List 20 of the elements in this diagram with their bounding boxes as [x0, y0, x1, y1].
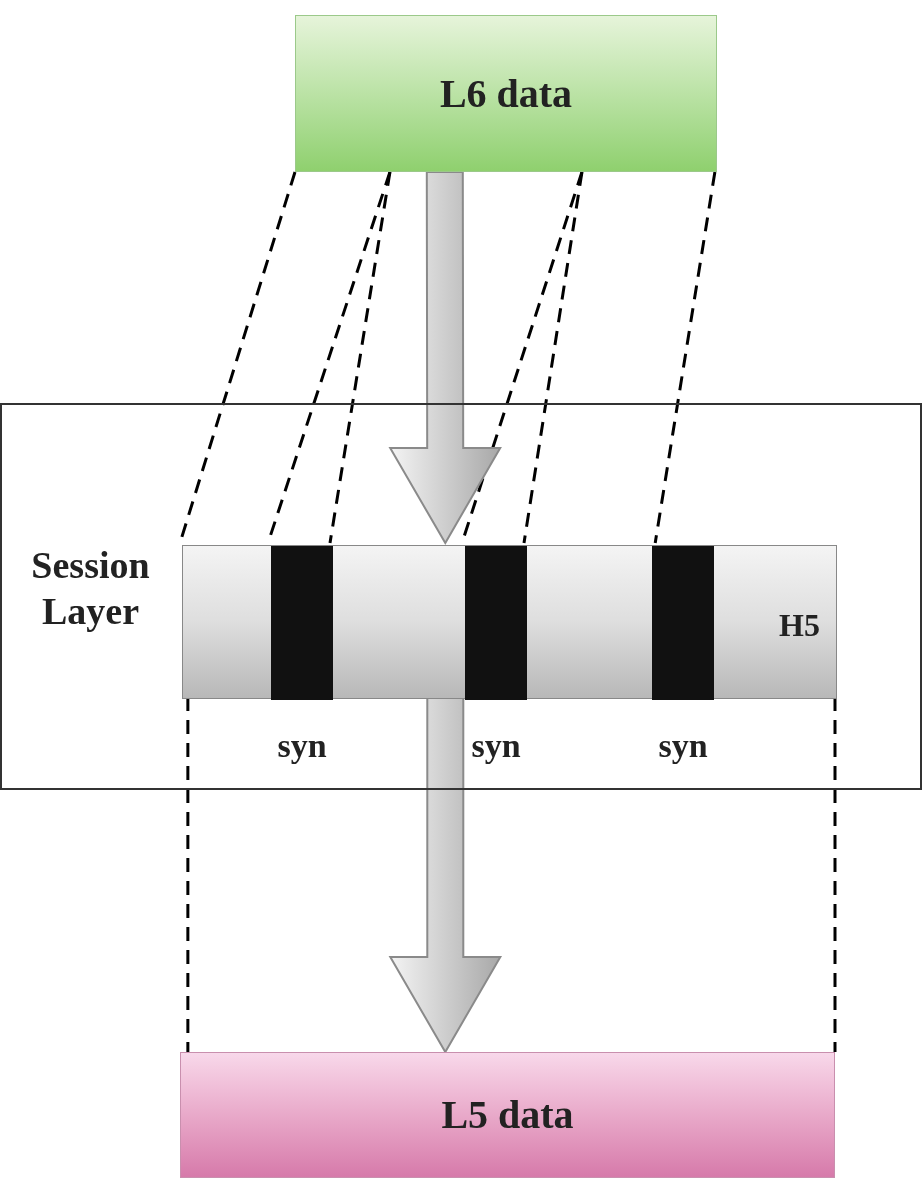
data-box [180, 1052, 835, 1178]
box-label: L6 data [439, 69, 573, 118]
box-label: L5 data [441, 1091, 574, 1139]
sync-segment [465, 546, 527, 700]
dashed-line [522, 171, 584, 544]
data-box [295, 15, 717, 172]
dashed-line [328, 171, 392, 544]
segment-label: syn [657, 726, 709, 766]
dashed-line [653, 171, 717, 544]
layer-band [0, 403, 922, 790]
dashed-line [186, 697, 190, 1052]
block-arrow [388, 171, 502, 545]
header-label: H5 [779, 606, 820, 645]
block-arrow [388, 696, 503, 1054]
segment-label: syn [276, 726, 328, 766]
dashed-line [833, 697, 837, 1052]
sync-segment [652, 546, 714, 700]
sync-segment [271, 546, 333, 700]
segment-label: syn [470, 726, 522, 766]
layer-label: Session Layer [30, 543, 151, 634]
